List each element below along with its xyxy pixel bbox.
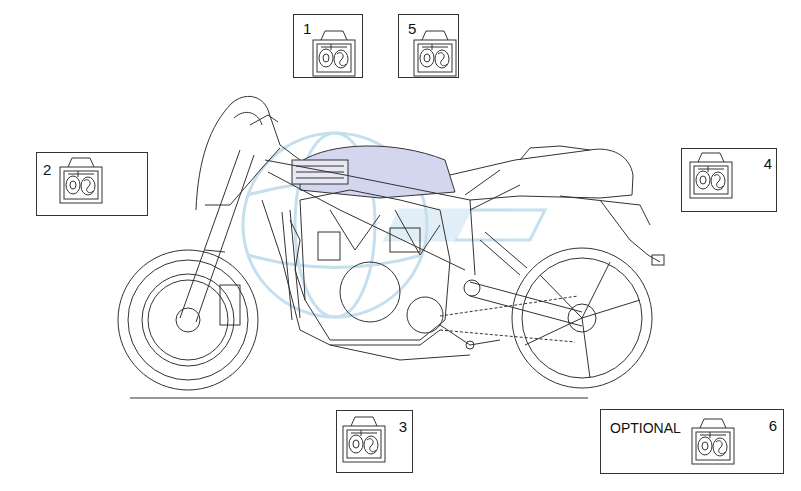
icon-sticker: [702, 442, 708, 450]
callout-box: OPTIONAL 6: [600, 409, 784, 474]
icon-sticker: [337, 53, 346, 66]
icon-body: [343, 426, 385, 462]
decal-kit-icons: [60, 31, 734, 464]
icon-body: [692, 428, 734, 464]
icon-sticker: [711, 172, 725, 190]
icon-sticker: [698, 437, 712, 455]
icon-tab: [422, 31, 448, 40]
icon-sheet: [64, 171, 98, 199]
note-text: OPTIONAL: [610, 421, 681, 435]
icon-sticker: [438, 53, 447, 66]
icon-tab: [68, 158, 94, 167]
icon-sticker: [713, 438, 727, 456]
icon-sticker: [420, 49, 434, 67]
icon-sheet: [696, 432, 730, 460]
icon-sticker: [696, 171, 710, 189]
icon-body: [414, 40, 456, 76]
callout-box: 4: [681, 148, 777, 212]
icon-sticker: [319, 49, 333, 67]
callout-number: 6: [769, 418, 777, 433]
icon-sticker: [68, 171, 94, 177]
callout-box: 3: [336, 410, 413, 473]
callout-number: 1: [303, 21, 311, 36]
callout-box: 5: [398, 14, 459, 78]
icon-tab: [700, 419, 726, 428]
icon-sticker: [700, 176, 706, 184]
icon-sticker: [353, 440, 359, 448]
callout-number: 5: [408, 21, 416, 36]
icon-sticker: [66, 176, 80, 194]
motorcycle-lines: [118, 96, 664, 390]
icon-sticker: [334, 50, 348, 68]
decal-kit-icon: [313, 31, 355, 76]
icon-sticker: [714, 175, 723, 188]
decal-kit-icon: [343, 417, 385, 462]
icon-sticker: [367, 439, 376, 452]
icon-sticker: [364, 436, 378, 454]
callout-number: 4: [764, 156, 772, 171]
icon-sticker: [424, 54, 430, 62]
icon-body: [313, 40, 355, 76]
icon-sheet: [694, 166, 728, 194]
icon-tab: [351, 417, 377, 426]
callout-box: 2: [36, 152, 148, 216]
icon-sticker: [435, 50, 449, 68]
icon-sticker: [84, 180, 93, 193]
icon-body: [690, 162, 732, 198]
watermark-logo: [243, 133, 545, 317]
icon-tab: [698, 153, 724, 162]
ground-line: [130, 397, 588, 398]
icon-sticker: [81, 177, 95, 195]
icon-tab: [321, 31, 347, 40]
icon-sticker: [698, 166, 724, 172]
decal-kit-icon: [690, 153, 732, 198]
callout-number: 2: [43, 162, 51, 177]
icon-sheet: [347, 430, 381, 458]
icon-sticker: [323, 54, 329, 62]
icon-sticker: [349, 435, 363, 453]
icon-body: [60, 167, 102, 203]
icon-sticker: [422, 44, 448, 50]
callout-number: 3: [399, 419, 407, 434]
icon-sticker: [321, 44, 347, 50]
decal-kit-icon: [692, 419, 734, 464]
icon-sticker: [351, 430, 377, 436]
icon-sheet: [317, 44, 351, 72]
callout-box: 1: [293, 14, 363, 78]
decal-kit-icon: [60, 158, 102, 203]
icon-sticker: [70, 181, 76, 189]
icon-sheet: [418, 44, 452, 72]
icon-sticker: [716, 441, 725, 454]
icon-sticker: [700, 432, 726, 438]
decal-kit-icon: [414, 31, 456, 76]
